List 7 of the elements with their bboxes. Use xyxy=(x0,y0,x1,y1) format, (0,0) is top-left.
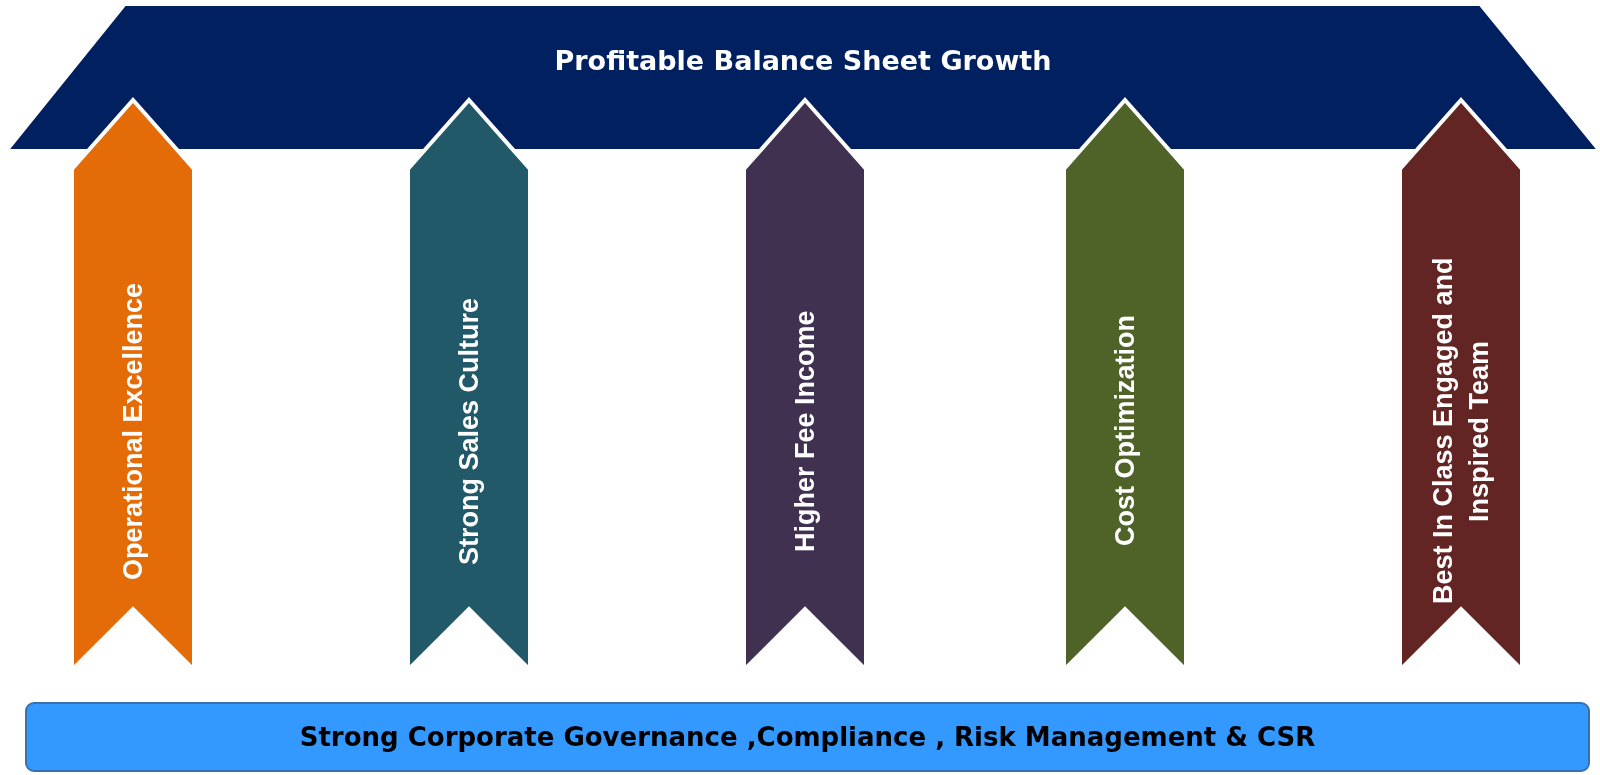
foundation-label: Strong Corporate Governance ,Compliance , Risk Management & CSR xyxy=(299,722,1316,752)
pillar-label: Best In Class Engaged and Inspired Team xyxy=(1427,256,1495,606)
pillar-label: Higher Fee Income xyxy=(789,308,821,554)
pillar-label: Strong Sales Culture xyxy=(453,296,485,567)
roof-title: Profitable Balance Sheet Growth xyxy=(554,45,1052,76)
pillar-label: Operational Excellence xyxy=(117,281,149,582)
pillar-label: Cost Optimization xyxy=(1109,314,1141,549)
